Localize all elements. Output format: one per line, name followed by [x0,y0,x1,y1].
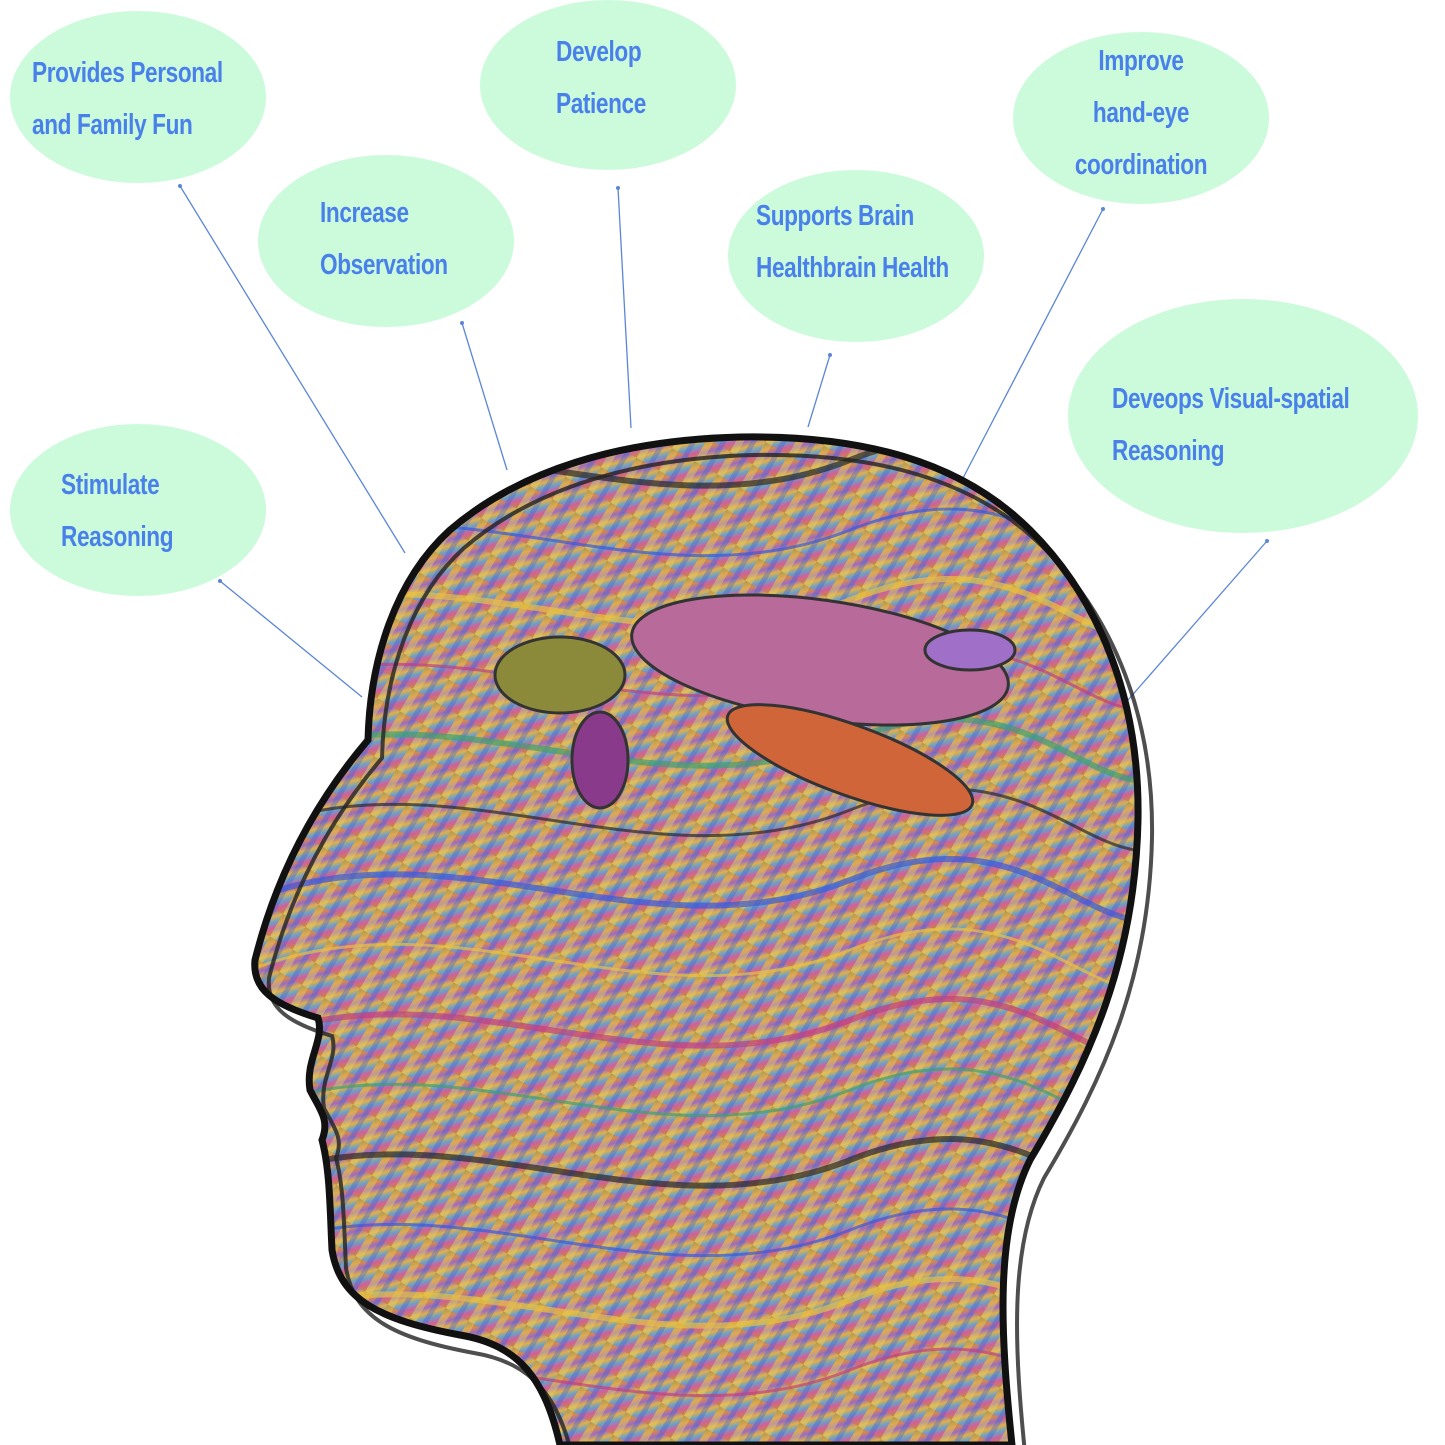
connector-arrow [461,322,508,471]
arrow-head-icon [616,186,620,190]
connector-arrow [807,354,831,428]
connector-arrow [961,208,1104,481]
bubble-text-line: Reasoning [61,521,174,553]
bubble-text-line: Observation [320,249,448,281]
bubble-text-line: Develop [556,36,642,68]
bubble-visual-spatial-reasoning [1068,299,1418,533]
connector-arrow [1127,540,1268,701]
arrow-head-icon [828,353,832,357]
bubble-text-line: and Family Fun [32,109,193,141]
arrow-head-icon [1101,207,1105,211]
bubble-supports-brain-health [728,170,984,342]
bubble-text-line: hand-eye [1092,97,1190,129]
bubble-personal-family-fun-text: Provides Personal and Family Fun [32,47,223,151]
bubble-text-line: Provides Personal [32,57,223,89]
bubble-text-line: Patience [556,88,646,120]
arrow-head-icon [1265,539,1269,543]
bubble-text-line: Deveops Visual-spatial [1112,383,1350,415]
bubble-text-line: Improve [1098,45,1184,77]
connector-arrow [617,187,632,429]
head-silhouette [251,433,1155,1445]
bubble-hand-eye-coordination [1013,32,1269,204]
bubble-stimulate-reasoning [10,424,266,596]
bubble-text-line: coordination [1074,149,1208,181]
bubble-increase-observation [258,155,514,327]
bubble-text-line: Reasoning [1112,435,1225,467]
pattern-swirl [254,787,1139,853]
connector-arrow [219,580,363,698]
bubble-hand-eye-coordination-text: Improve hand-eye coordination [985,35,1297,191]
bubble-personal-family-fun [10,11,266,183]
bubble-text-line: Stimulate [61,469,160,501]
bubble-text-line: Supports Brain [756,200,914,232]
bubble-text-line: Increase [320,197,409,229]
connector-arrow [179,185,406,554]
turtle-illustration [493,593,1017,817]
pattern-swirl [254,856,1139,924]
arrow-head-icon [218,579,222,583]
arrow-head-icon [178,184,182,188]
arrow-head-icon [460,321,464,325]
bubble-text-line: Healthbrain Health [756,252,949,284]
bubble-develop-patience [480,0,736,170]
